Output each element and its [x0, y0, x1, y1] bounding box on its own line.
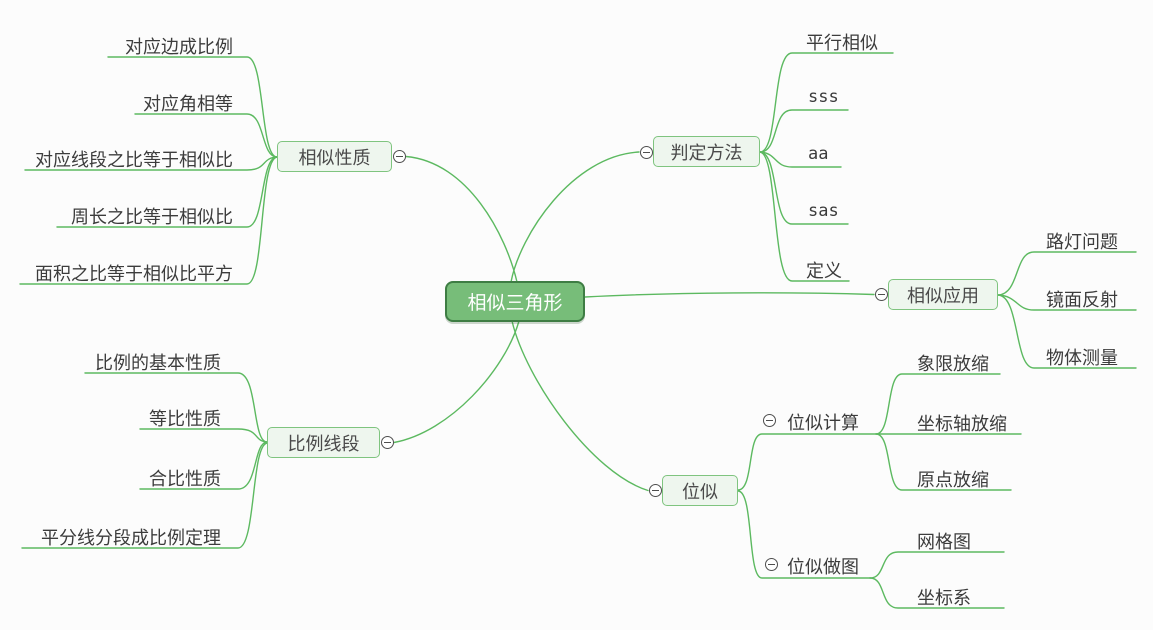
connector [405, 155, 518, 283]
leaf-sss[interactable]: sss [808, 87, 839, 107]
connector [759, 109, 849, 153]
connector [511, 320, 649, 492]
leaf-object-measurement[interactable]: 物体测量 [1046, 348, 1118, 368]
leaf-coordinate-system[interactable]: 坐标系 [917, 588, 971, 608]
leaf-grid-diagram[interactable]: 网格图 [917, 532, 971, 552]
leaf-coordinate-axis-scaling[interactable]: 坐标轴放缩 [917, 414, 1007, 434]
collapse-icon[interactable] [764, 557, 778, 571]
leaf-area-ratio-equals-similarity-ratio-squared[interactable]: 面积之比等于相似比平方 [35, 264, 233, 284]
leaf-parallel-similarity[interactable]: 平行相似 [806, 33, 878, 53]
leaf-aa[interactable]: aa [808, 144, 829, 164]
topic-similar-properties[interactable]: 相似性质 [277, 141, 392, 172]
leaf-quadrant-scaling[interactable]: 象限放缩 [917, 354, 989, 374]
leaf-sas[interactable]: sas [808, 201, 839, 221]
collapse-icon[interactable] [648, 484, 662, 497]
topic-similar-applications[interactable]: 相似应用 [888, 279, 998, 310]
connector [393, 320, 520, 444]
leaf-basic-property-of-proportion[interactable]: 比例的基本性质 [95, 353, 221, 373]
leaf-segment-ratio-equals-similarity-ratio[interactable]: 对应线段之比等于相似比 [35, 150, 233, 170]
collapse-icon[interactable] [639, 145, 653, 159]
subtopic-homothety-calculation[interactable]: 位似计算 [787, 413, 859, 433]
leaf-mirror-reflection[interactable]: 镜面反射 [1046, 290, 1118, 310]
topic-homothety[interactable]: 位似 [662, 475, 738, 506]
root-topic-similar-triangles[interactable]: 相似三角形 [445, 281, 585, 322]
leaf-corresponding-angles-equal[interactable]: 对应角相等 [143, 94, 233, 114]
topic-judgment-methods[interactable]: 判定方法 [653, 136, 760, 167]
collapse-icon[interactable] [392, 150, 406, 163]
leaf-street-lamp-problem[interactable]: 路灯问题 [1046, 232, 1118, 252]
connector [759, 151, 842, 168]
leaf-combined-ratio-property[interactable]: 合比性质 [149, 469, 221, 489]
topic-proportional-segments[interactable]: 比例线段 [267, 427, 380, 458]
connector [737, 433, 877, 491]
leaf-perimeter-ratio-equals-similarity-ratio[interactable]: 周长之比等于相似比 [71, 207, 233, 227]
leaf-definition[interactable]: 定义 [806, 261, 842, 281]
leaf-corresponding-sides-proportional[interactable]: 对应边成比例 [125, 37, 233, 57]
connector [584, 292, 875, 298]
collapse-icon[interactable] [762, 413, 776, 427]
collapse-icon[interactable] [874, 288, 888, 301]
leaf-bisector-proportional-segments-theorem[interactable]: 平分线分段成比例定理 [41, 528, 221, 548]
leaf-equal-ratio-property[interactable]: 等比性质 [149, 409, 221, 429]
connector [869, 551, 1005, 579]
leaf-origin-scaling[interactable]: 原点放缩 [917, 470, 989, 490]
connector [510, 151, 640, 283]
subtopic-homothety-drawing[interactable]: 位似做图 [787, 557, 859, 577]
collapse-icon[interactable] [380, 436, 394, 449]
